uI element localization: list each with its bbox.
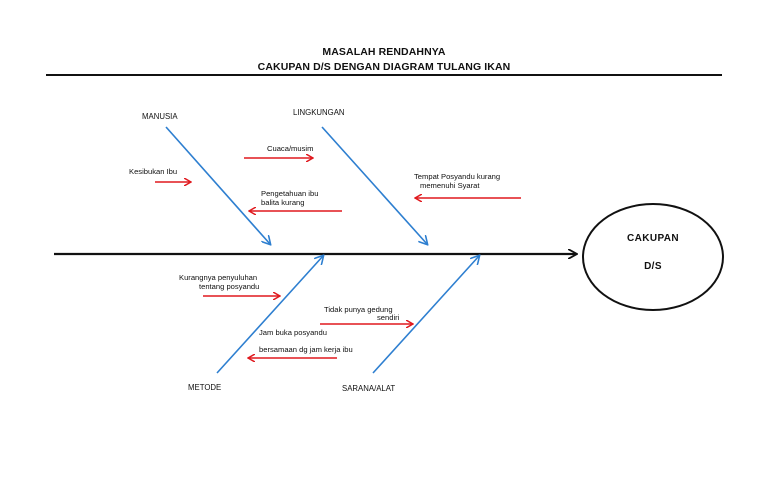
cause-label-pengetahuan-2: balita kurang — [261, 198, 305, 207]
cause-label-pengetahuan-1: Pengetahuan ibu — [261, 189, 319, 198]
category-label-sarana: SARANA/ALAT — [342, 384, 396, 393]
diagram-title-line2: CAKUPAN D/S DENGAN DIAGRAM TULANG IKAN — [257, 61, 511, 73]
bone-lingkungan — [321, 126, 427, 244]
cause-label-kesibukan: Kesibukan Ibu — [129, 167, 178, 176]
cause-label-jam-2: bersamaan dg jam kerja ibu — [259, 345, 353, 354]
diagram-title-line1: MASALAH RENDAHNYA — [322, 46, 446, 58]
cause-label-gedung-1: Tidak punya gedung — [324, 305, 393, 314]
title-underline — [46, 74, 722, 76]
effect-label-line1: CAKUPAN — [626, 233, 680, 244]
effect-label-line2: D/S — [644, 261, 662, 272]
cause-label-gedung-2: sendiri — [377, 313, 400, 322]
effect-ellipse: CAKUPAN D/S — [582, 203, 724, 311]
cause-label-tempat-2: memenuhi Syarat — [420, 181, 480, 190]
category-label-lingkungan: LINGKUNGAN — [293, 108, 345, 117]
cause-label-tempat-1: Tempat Posyandu kurang — [414, 172, 501, 181]
cause-label-penyuluhan-1: Kurangnya penyuluhan — [179, 273, 258, 282]
bone-metode — [216, 256, 323, 374]
category-label-metode: METODE — [188, 383, 222, 392]
cause-label-cuaca: Cuaca/musim — [267, 144, 314, 153]
bone-sarana — [372, 256, 479, 374]
cause-label-penyuluhan-2: tentang posyandu — [199, 282, 260, 291]
bone-manusia — [165, 126, 270, 244]
category-label-manusia: MANUSIA — [142, 112, 178, 121]
cause-label-jam-1: Jam buka posyandu — [259, 328, 327, 337]
